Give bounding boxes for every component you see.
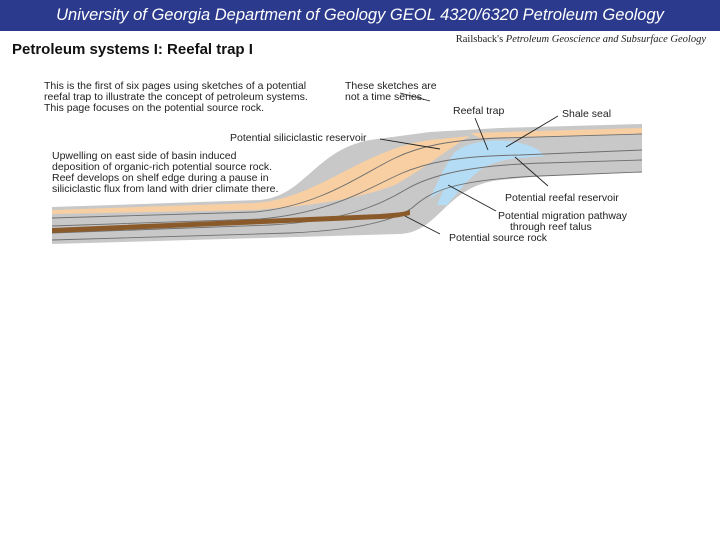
label-source-rock: Potential source rock xyxy=(449,232,548,244)
label-reefal-trap: Reefal trap xyxy=(453,105,505,117)
label-shale-seal: Shale seal xyxy=(562,108,611,120)
leader-line-series xyxy=(400,93,430,101)
label-reefal-reservoir: Potential reefal reservoir xyxy=(505,192,619,204)
label-siliciclastic-reservoir: Potential siliciclastic reservoir xyxy=(230,132,367,144)
